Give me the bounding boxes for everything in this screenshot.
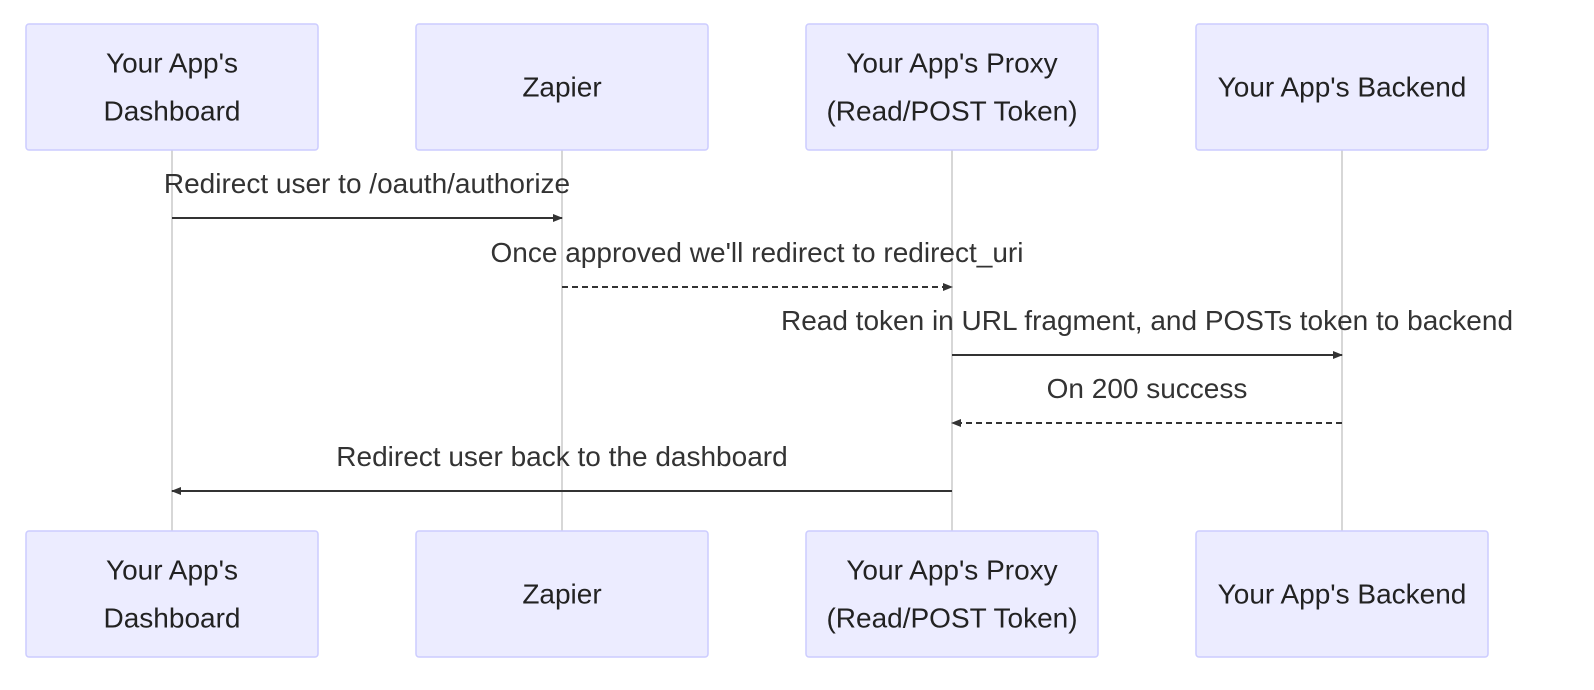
actor-box	[1195, 530, 1489, 658]
actor-proxy-top: Your App's Proxy (Read/POST Token)	[805, 23, 1099, 151]
actor-box	[805, 530, 1099, 658]
actor-label-line: Dashboard	[104, 603, 241, 634]
actor-label-line: (Read/POST Token)	[826, 96, 1077, 127]
message-label: Once approved we'll redirect to redirect…	[491, 237, 1024, 268]
message-label: Redirect user back to the dashboard	[336, 441, 787, 472]
actor-label-line: Your App's Backend	[1218, 72, 1467, 103]
message-3: Read token in URL fragment, and POSTs to…	[781, 305, 1513, 359]
message-2: Once approved we'll redirect to redirect…	[491, 237, 1024, 291]
actor-label-line: Your App's Proxy	[846, 48, 1057, 79]
actor-box	[25, 530, 319, 658]
actor-zapier-top: Zapier	[415, 23, 709, 151]
actor-box	[25, 23, 319, 151]
actor-label-line: Your App's Backend	[1218, 579, 1467, 610]
actor-label-line: Your App's	[106, 555, 238, 586]
actor-label-line: Zapier	[522, 72, 601, 103]
message-label: On 200 success	[1047, 373, 1248, 404]
actor-backend-top: Your App's Backend	[1195, 23, 1489, 151]
actor-label-line: Your App's	[106, 48, 238, 79]
actor-proxy-bottom: Your App's Proxy (Read/POST Token)	[805, 530, 1099, 658]
message-1: Redirect user to /oauth/authorize	[164, 168, 570, 222]
message-label: Read token in URL fragment, and POSTs to…	[781, 305, 1513, 336]
actor-box	[415, 23, 709, 151]
actor-box	[805, 23, 1099, 151]
actor-backend-bottom: Your App's Backend	[1195, 530, 1489, 658]
message-4: On 200 success	[951, 373, 1342, 427]
actor-label-line: Dashboard	[104, 96, 241, 127]
actor-label-line: Your App's Proxy	[846, 555, 1057, 586]
actor-box	[415, 530, 709, 658]
actor-label-line: (Read/POST Token)	[826, 603, 1077, 634]
actor-label-line: Zapier	[522, 579, 601, 610]
actor-box	[1195, 23, 1489, 151]
actor-zapier-bottom: Zapier	[415, 530, 709, 658]
message-5: Redirect user back to the dashboard	[171, 441, 952, 495]
message-label: Redirect user to /oauth/authorize	[164, 168, 570, 199]
